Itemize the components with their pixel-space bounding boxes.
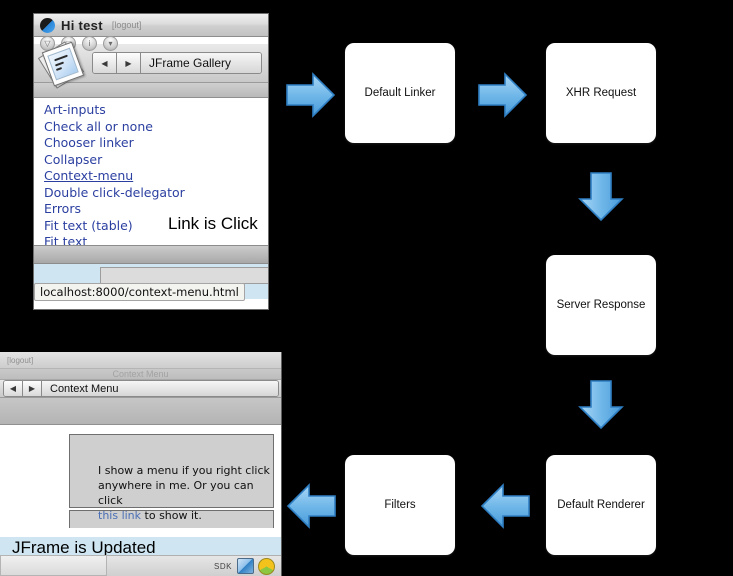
window-title: Hi test — [61, 17, 103, 33]
context-nav-forward-button[interactable]: ▶ — [23, 381, 42, 396]
url-input-field[interactable] — [100, 267, 268, 284]
browser-toolbar[interactable]: ◀ ▶ JFrame Gallery — [34, 41, 268, 89]
url-bar-row[interactable]: localhost:8000/context-menu.html — [34, 264, 268, 301]
arrow-linker-to-xhr-icon — [478, 72, 528, 118]
flow-node-server-response[interactable]: Server Response — [546, 255, 656, 355]
demo-line1: I show a menu if you right click — [98, 464, 270, 477]
arrow-xhr-to-server-icon — [578, 172, 624, 222]
context-logout-link[interactable]: [logout] — [7, 355, 34, 365]
nav-breadcrumb-label: JFrame Gallery — [141, 53, 261, 73]
demo-line3: this link to show it. — [98, 508, 273, 523]
arrow-in-icon — [286, 72, 336, 118]
flow-node-xhr-request[interactable]: XHR Request — [546, 43, 656, 143]
page-status-strip — [34, 245, 268, 264]
arrow-server-to-renderer-icon — [578, 380, 624, 430]
gallery-link-list[interactable]: Art-inputs Check all or none Chooser lin… — [34, 98, 268, 245]
window-titlebar[interactable]: Hi test [logout] — [34, 14, 268, 37]
app-logo-icon — [40, 17, 55, 33]
arrow-renderer-to-filters-icon — [480, 483, 530, 529]
finder-icon[interactable] — [237, 558, 254, 574]
flow-node-server-response-label: Server Response — [556, 299, 646, 311]
flow-node-default-renderer[interactable]: Default Renderer — [546, 455, 656, 555]
nav-forward-button[interactable]: ▶ — [117, 53, 141, 73]
context-window-topbar[interactable]: [logout] — [0, 352, 281, 369]
demo-link[interactable]: this link — [98, 509, 142, 522]
info-button[interactable]: i — [82, 36, 97, 51]
context-nav-back-button[interactable]: ◀ — [4, 381, 23, 396]
flow-node-default-renderer-label: Default Renderer — [557, 499, 645, 511]
taskbar-window-segment[interactable] — [0, 555, 107, 576]
link-collapser[interactable]: Collapser — [44, 151, 103, 167]
demo-line3-tail: to show it. — [141, 509, 202, 522]
link-context-menu[interactable]: Context-menu — [44, 168, 134, 183]
jframe-updated-bar — [0, 537, 281, 555]
nav-back-button[interactable]: ◀ — [93, 53, 117, 73]
link-chooser-linker[interactable]: Chooser linker — [44, 135, 134, 150]
swirl-icon[interactable] — [258, 557, 275, 575]
link-double-click-delegator[interactable]: Double click-delegator — [44, 184, 185, 200]
context-nav-toolbar[interactable]: ◀ ▶ Context Menu — [0, 380, 281, 398]
status-url-label: localhost:8000/context-menu.html — [34, 283, 245, 301]
link-art-inputs[interactable]: Art-inputs — [44, 102, 106, 117]
jframe-gallery-window[interactable]: Hi test [logout] ▽ □ i ▾ ◀ ▶ JFrame Gal — [33, 13, 269, 310]
flow-node-xhr-request-label: XHR Request — [565, 87, 637, 99]
gallery-page-content: Art-inputs Check all or none Chooser lin… — [34, 98, 268, 245]
context-nav-label: Context Menu — [42, 381, 278, 396]
flow-node-filters-label: Filters — [384, 499, 416, 511]
context-toolbar-filler — [0, 398, 281, 425]
link-fit-text-table[interactable]: Fit text (table) — [44, 217, 133, 233]
gallery-document-icon — [37, 41, 85, 89]
context-menu-panel[interactable]: I show a menu if you right click anywher… — [69, 510, 274, 528]
flow-node-default-linker[interactable]: Default Linker — [345, 43, 455, 143]
flow-node-default-linker-label: Default Linker — [364, 87, 436, 99]
toolbar-secondary-strip — [34, 83, 268, 98]
nav-group[interactable]: ◀ ▶ JFrame Gallery — [92, 52, 262, 74]
sdk-label: SDK — [214, 561, 232, 571]
context-ghost-title: Context Menu — [0, 369, 281, 380]
context-menu-demo-box[interactable]: I show a menu if you right click anywher… — [69, 434, 274, 522]
link-is-clicked-text: Link is Click — [168, 214, 258, 233]
context-nav-group[interactable]: ◀ ▶ Context Menu — [3, 380, 279, 397]
demo-line2: anywhere in me. Or you can click — [98, 479, 254, 507]
flow-node-filters[interactable]: Filters — [345, 455, 455, 555]
jframe-updated-label: JFrame is Updated — [12, 538, 156, 557]
link-errors[interactable]: Errors — [44, 201, 81, 216]
arrow-out-icon — [286, 483, 336, 529]
logout-link[interactable]: [logout] — [111, 20, 142, 30]
link-fit-text[interactable]: Fit text — [44, 234, 88, 245]
link-check-all-or-none[interactable]: Check all or none — [44, 118, 153, 134]
menu-button[interactable]: ▾ — [103, 36, 118, 51]
